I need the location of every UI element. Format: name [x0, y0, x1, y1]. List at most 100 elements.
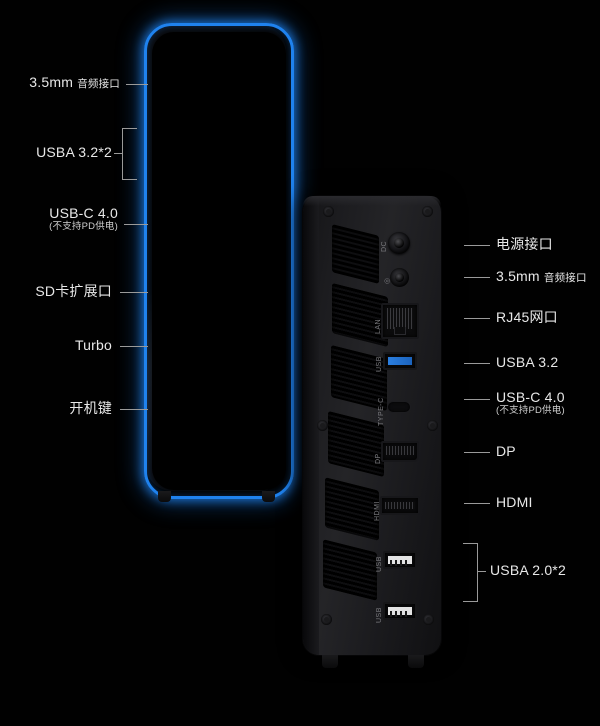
rj45-ethernet-port[interactable]	[381, 303, 419, 339]
label-turbo: Turbo	[8, 337, 112, 353]
usb-a-tongue	[388, 607, 412, 617]
label-usba-20: USBA 2.0*2	[490, 562, 566, 578]
usb-a-tongue	[388, 357, 412, 365]
front-panel-unit	[146, 25, 286, 491]
leader-hdmi	[464, 503, 490, 504]
label-usba-32-rear-main: USBA 3.2	[496, 354, 559, 370]
label-power-cn: 开机键	[69, 400, 112, 416]
front-gloss-reflection	[146, 25, 286, 491]
port-tag-hdmi: HDMI	[374, 501, 381, 521]
label-usbc-40: USB-C 4.0 (不支持PD供电)	[8, 205, 118, 233]
vent-slot-4	[328, 411, 384, 477]
vent-slot-2	[332, 283, 388, 347]
leader-sd-slot	[120, 292, 148, 293]
rj45-pins	[387, 308, 413, 329]
label-usbc-40-sub: (不支持PD供电)	[49, 221, 118, 233]
label-audio-rear-cn: 音频接口	[543, 272, 587, 284]
usb-a-port-2[interactable]	[195, 183, 221, 232]
screw-top-left	[323, 206, 334, 217]
label-audio-35mm-cn: 音频接口	[77, 78, 120, 90]
label-audio-rear: 3.5mm 音频接口	[496, 268, 587, 284]
leader-audio-rear	[464, 277, 490, 278]
label-sd-slot-cn: SD卡扩展口	[35, 283, 112, 299]
label-audio-35mm: 3.5mm 音频接口	[8, 74, 120, 90]
lightning-bolt-icon	[201, 444, 212, 462]
leader-dp	[464, 452, 490, 453]
rear-foot-left	[322, 655, 338, 668]
vent-slot-6	[323, 539, 377, 601]
screw-bottom-right	[423, 614, 434, 625]
leader-turbo	[120, 346, 148, 347]
usb-a-port-1[interactable]	[195, 125, 221, 174]
label-usbc-40-main: USB-C 4.0	[49, 205, 118, 221]
usb-c-port[interactable]	[200, 243, 215, 272]
power-button[interactable]	[184, 430, 230, 476]
label-power-jack: 电源接口	[496, 236, 553, 252]
leader-rj45	[464, 318, 490, 319]
turbo-button[interactable]	[192, 363, 222, 393]
label-dp-main: DP	[496, 443, 516, 459]
bracket-usba-32	[122, 128, 137, 180]
tick-usba-20	[477, 571, 486, 572]
label-audio-rear-main: 3.5mm	[496, 268, 540, 284]
leader-usba-32-rear	[464, 363, 490, 364]
label-usba-32-main: USBA 3.2*2	[36, 144, 112, 160]
label-hdmi-main: HDMI	[496, 494, 533, 510]
audio-jack-rear[interactable]	[390, 268, 409, 287]
port-tag-usb2-top: USB	[376, 556, 383, 572]
port-tag-audio: ◎	[384, 277, 391, 284]
dp-pins	[386, 446, 414, 455]
hdmi-pins	[385, 502, 415, 509]
leader-power	[120, 409, 148, 410]
label-rj45-cn: RJ45网口	[496, 309, 558, 325]
usb-a-tongue	[200, 131, 216, 168]
front-foot-left	[158, 491, 171, 502]
port-tag-dc: DC	[381, 240, 388, 252]
bracket-usba-20	[463, 543, 478, 602]
dc-power-jack[interactable]	[388, 232, 410, 254]
leader-audio-35mm	[126, 84, 148, 85]
port-tag-lan: LAN	[375, 318, 382, 334]
rear-foot-right	[408, 655, 424, 668]
sd-card-slot[interactable]	[202, 287, 210, 349]
label-audio-35mm-main: 3.5mm	[29, 74, 74, 90]
port-tag-usb3: USB	[376, 356, 383, 372]
usb-a-tongue	[388, 556, 412, 566]
label-usbc-40-rear-main: USB-C 4.0	[496, 389, 565, 405]
label-sd-slot: SD卡扩展口	[8, 283, 112, 299]
screw-bottom-left	[321, 614, 332, 625]
usb-a-32-port-rear[interactable]	[383, 352, 417, 370]
label-power: 开机键	[8, 400, 112, 416]
screw-top-right	[422, 206, 433, 217]
rear-left-bevel	[303, 196, 319, 655]
label-hdmi: HDMI	[496, 494, 533, 510]
label-usba-32-rear: USBA 3.2	[496, 354, 558, 370]
vent-slot-5	[325, 477, 379, 541]
port-tag-dp: DP	[375, 453, 382, 464]
label-usba-20-main: USBA 2.0*2	[490, 562, 566, 578]
port-tag-typec: TYPE-C	[378, 397, 385, 426]
usb-a-tongue	[200, 189, 216, 226]
hdmi-port[interactable]	[380, 496, 420, 515]
label-usbc-40-rear: USB-C 4.0 (不支持PD供电)	[496, 389, 565, 417]
label-usba-32: USBA 3.2*2	[8, 144, 112, 160]
rear-top-bevel	[303, 196, 441, 206]
usb-a-20-port-1[interactable]	[383, 551, 417, 569]
tick-usba-32	[114, 153, 123, 154]
audio-jack[interactable]	[197, 82, 216, 101]
rocket-icon	[202, 372, 212, 383]
front-foot-right	[262, 491, 275, 502]
port-tag-usb2-bottom: USB	[376, 607, 383, 623]
label-rj45: RJ45网口	[496, 309, 558, 325]
vent-slot-1	[332, 224, 379, 284]
usb-c-port-rear[interactable]	[387, 401, 411, 413]
rear-panel-unit: DC ◎ LAN USB TYPE-C DP HDMI USB USB	[303, 196, 441, 655]
screw-mid-right	[427, 420, 438, 431]
leader-usbc-40	[124, 224, 148, 225]
label-power-jack-cn: 电源接口	[496, 236, 553, 252]
rj45-clip	[394, 327, 406, 335]
displayport-port[interactable]	[381, 441, 419, 462]
label-dp: DP	[496, 443, 516, 459]
label-usbc-40-rear-sub: (不支持PD供电)	[496, 405, 565, 417]
usb-a-20-port-2[interactable]	[383, 602, 417, 620]
